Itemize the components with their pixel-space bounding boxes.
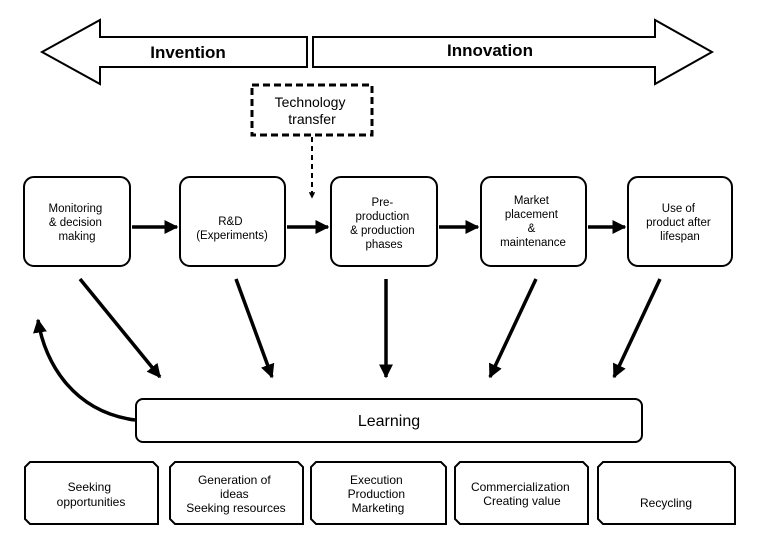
svg-text:Seeking opportunities: Seeking opportunities [57, 480, 126, 509]
svg-text:Generation of ideas: Generation of ideas Seeking resources [186, 473, 285, 515]
arrow-use-to-learning [612, 278, 662, 379]
svg-text:Execution Production: Execution Production Marketing [348, 473, 409, 515]
svg-text:Recycling: Recycling [640, 496, 692, 510]
stage-pre-production: Pre- production & production phases [330, 176, 438, 267]
bottom-seeking: Seeking opportunities [24, 461, 159, 525]
svg-text:Use of product after: Use of product after lifespan [646, 203, 714, 243]
arrow-market-to-learning [488, 278, 538, 379]
invention-arrow [39, 18, 308, 86]
svg-text:Market placement &: Market placement & maintenance [500, 195, 566, 249]
stage-use: Use of product after lifespan [627, 176, 733, 267]
stage-monitoring: Monitoring & decision making [23, 176, 131, 267]
innovation-label: Innovation [447, 41, 533, 60]
bottom-recycling: Recycling [597, 461, 736, 525]
invention-label: Invention [150, 43, 226, 62]
technology-transfer-label: Technology transfer [275, 94, 350, 127]
learning-box [135, 398, 643, 443]
arrow-monitoring-to-learning [78, 277, 162, 379]
learning-label: Learning [358, 413, 420, 430]
bottom-generation: Generation of ideas Seeking resources [169, 461, 304, 525]
svg-text:Commercialization Creati: Commercialization Creating value [471, 480, 573, 508]
svg-text:Monitoring & decision: Monitoring & decision making [49, 203, 106, 243]
stage-rd: R&D (Experiments) [179, 176, 286, 267]
bottom-execution: Execution Production Marketing [310, 461, 447, 525]
innovation-arrow [312, 18, 715, 86]
svg-text:R&D (Experiments): R&D (Experiments) [196, 216, 268, 242]
arrow-rd-to-learning [234, 278, 275, 379]
technology-transfer-box [250, 83, 374, 137]
stage-market: Market placement & maintenance [480, 176, 587, 267]
bottom-commercialization: Commercialization Creating value [454, 461, 589, 525]
feedback-arrow [33, 318, 136, 422]
svg-text:Pre- production &: Pre- production & production phases [350, 197, 418, 251]
